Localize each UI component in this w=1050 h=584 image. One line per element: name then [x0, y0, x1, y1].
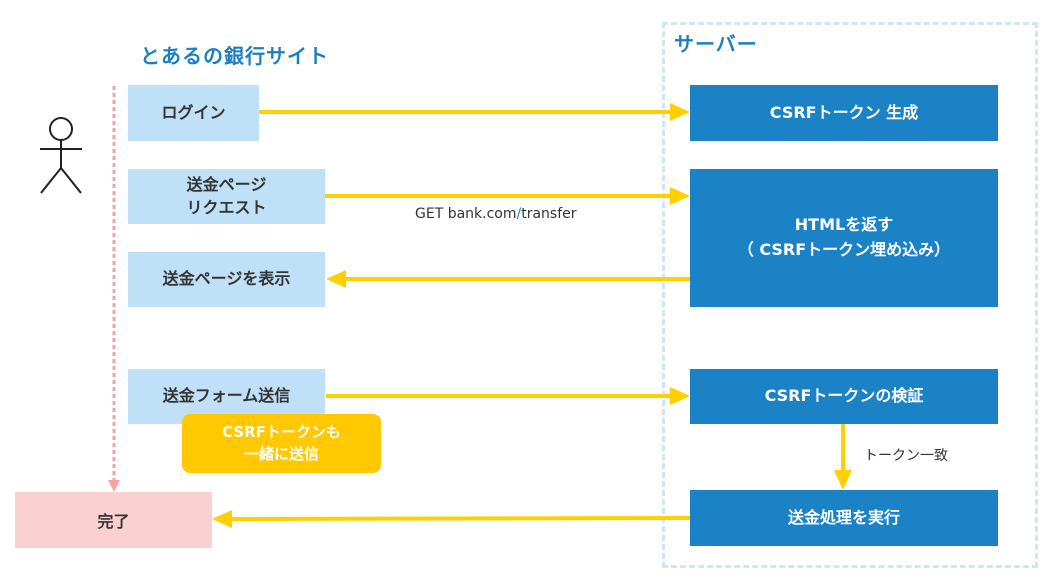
request-page-box: 送金ページ リクエスト [128, 169, 325, 224]
done-box: 完了 [15, 492, 212, 548]
arrow-verify-to-execute [834, 424, 852, 490]
login-box: ログイン [128, 85, 259, 141]
submit-form-label: 送金フォーム送信 [162, 386, 291, 406]
server-title: サーバー [674, 32, 758, 56]
url-path: transfer [521, 206, 577, 222]
arrow-request-to-html [324, 187, 690, 205]
user-icon [40, 117, 82, 194]
url-prefix: GET bank.com [415, 206, 517, 222]
server-frame [662, 22, 1038, 568]
execute-transfer-box: 送金処理を実行 [690, 490, 998, 546]
arrow-submit-to-verify [326, 387, 690, 405]
generate-token-box: CSRFトークン 生成 [690, 85, 998, 141]
token-note: CSRFトークンも 一緒に送信 [182, 414, 381, 473]
arrow-login-to-generate [258, 103, 690, 121]
execute-transfer-label: 送金処理を実行 [787, 507, 900, 527]
verify-token-box: CSRFトークンの検証 [690, 369, 998, 424]
submit-form-box: 送金フォーム送信 [128, 369, 325, 424]
get-url-label: GET bank.com/transfer [415, 206, 577, 222]
arrow-execute-to-done [212, 510, 691, 528]
user-timeline [108, 86, 120, 492]
generate-token-label: CSRFトークン 生成 [769, 102, 919, 122]
display-page-box: 送金ページを表示 [128, 252, 325, 307]
url-separator: / [516, 206, 522, 222]
token-match-label: トークン一致 [864, 448, 948, 464]
request-page-label: 送金ページ リクエスト [186, 175, 267, 217]
login-label: ログイン [161, 102, 226, 122]
return-html-label: HTMLを返す （ CSRFトークン埋め込み） [737, 215, 951, 259]
verify-token-label: CSRFトークンの検証 [764, 386, 924, 406]
return-html-box: HTMLを返す （ CSRFトークン埋め込み） [690, 169, 998, 307]
arrow-html-to-display [326, 270, 690, 288]
display-page-label: 送金ページを表示 [162, 269, 291, 289]
done-label: 完了 [97, 512, 130, 531]
client-site-title: とあるの銀行サイト [140, 44, 329, 68]
